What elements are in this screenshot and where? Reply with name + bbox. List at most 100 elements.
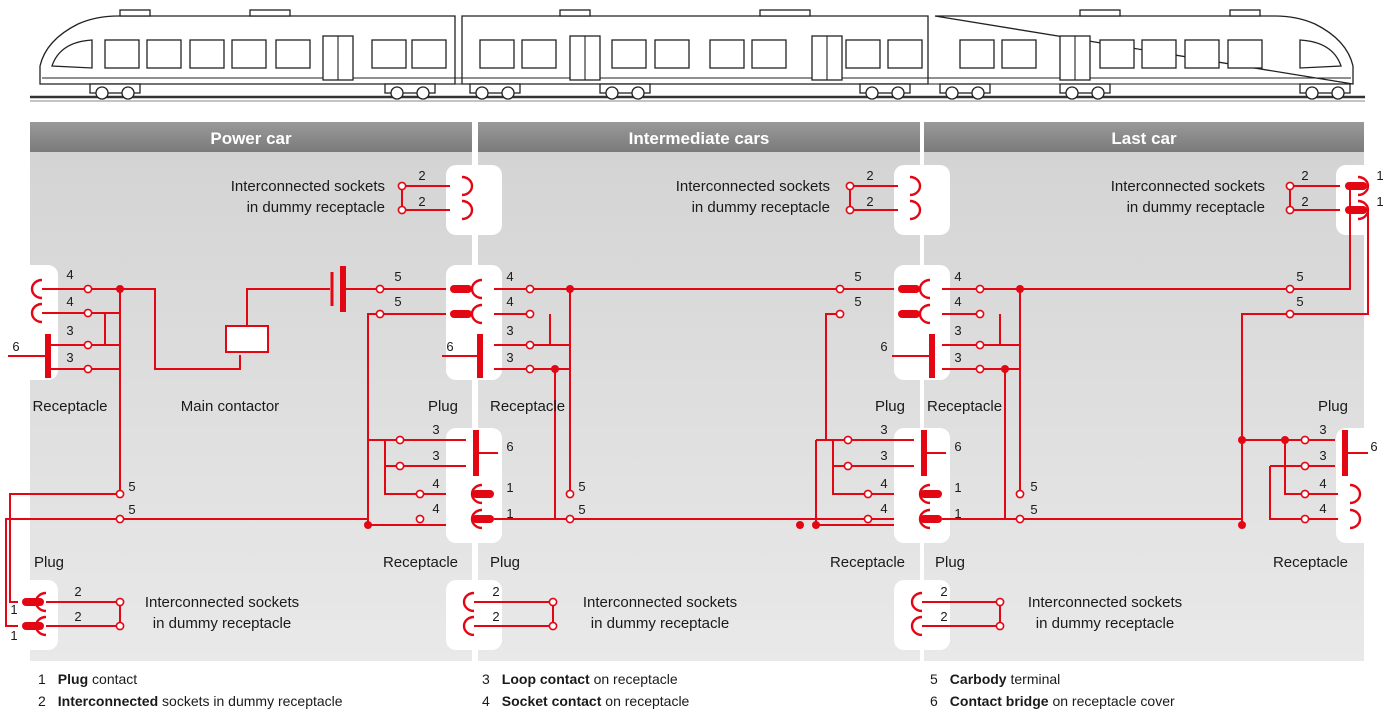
train-window — [751, 39, 787, 69]
train-wheel — [501, 86, 515, 100]
receptacle-label: Receptacle — [1273, 554, 1348, 571]
contact-number: 4 — [66, 267, 73, 282]
plug-contact — [450, 285, 472, 293]
train-window — [371, 39, 407, 69]
terminal-open — [1300, 514, 1310, 524]
terminal-open — [845, 181, 855, 191]
contact-number: 5 — [128, 502, 135, 517]
terminal-open — [1300, 489, 1310, 499]
contact-number: 1 — [954, 480, 961, 495]
train-wheel — [1091, 86, 1105, 100]
component-labels: Interconnected sockets in dummy receptac… — [32, 178, 1348, 632]
interconnected-label: Interconnected sockets — [231, 178, 385, 195]
train-wheel — [390, 86, 404, 100]
socket-contact — [1357, 199, 1370, 221]
plug-label: Plug — [875, 398, 905, 415]
train-bogie — [469, 83, 521, 94]
wire — [9, 493, 120, 603]
contact-number: 2 — [418, 168, 425, 183]
train-cab-window — [1299, 39, 1342, 69]
contact-number: 4 — [506, 269, 513, 284]
header-last-car — [924, 122, 1364, 152]
train-wheel — [1065, 86, 1079, 100]
interconnected-label: Interconnected sockets — [1111, 178, 1265, 195]
terminal-open — [115, 489, 125, 499]
train-window — [146, 39, 182, 69]
wiring — [5, 185, 1369, 627]
contact-number: 5 — [1030, 502, 1037, 517]
contact-number: 5 — [394, 294, 401, 309]
terminal-open — [1015, 514, 1025, 524]
train-window — [521, 39, 557, 69]
plug-contact — [1345, 206, 1367, 214]
socket-contact — [910, 591, 923, 613]
interconnected-label: in dummy receptacle — [1127, 199, 1265, 216]
terminal-open — [115, 514, 125, 524]
terminal-open — [548, 597, 558, 607]
socket-contact — [34, 591, 47, 613]
panel-intermediate-cars — [478, 152, 920, 661]
train-illustration — [30, 9, 1365, 102]
contact-number: 1 — [954, 506, 961, 521]
contact-number: 4 — [880, 476, 887, 491]
plug-contact — [450, 310, 472, 318]
contact-number: 2 — [940, 609, 947, 624]
socket-contact — [1349, 508, 1362, 530]
socket-contact — [461, 199, 474, 221]
terminal-open — [995, 597, 1005, 607]
train-cab-window — [51, 39, 93, 69]
socket-contact — [462, 615, 475, 637]
train-window — [845, 39, 881, 69]
socket-contact — [470, 278, 483, 300]
junction-dot — [1281, 436, 1289, 444]
socket-contact — [461, 175, 474, 197]
socket-contact — [909, 175, 922, 197]
section-panels — [18, 152, 1376, 661]
contact-number: 6 — [1370, 439, 1377, 454]
terminal-open — [525, 284, 535, 294]
socket-contact — [918, 303, 931, 325]
terminal-open — [397, 181, 407, 191]
train-wheel — [95, 86, 109, 100]
wire — [1269, 466, 1338, 520]
contact-number: 2 — [940, 584, 947, 599]
wire — [5, 518, 18, 627]
interconnected-label: in dummy receptacle — [153, 615, 291, 632]
contact-number: 6 — [880, 339, 887, 354]
contact-number: 6 — [506, 439, 513, 454]
interconnected-label: in dummy receptacle — [591, 615, 729, 632]
contact-number: 1 — [10, 628, 17, 643]
terminal-open — [975, 309, 985, 319]
terminal-open — [415, 514, 425, 524]
plug-label: Plug — [935, 554, 965, 571]
contact-number: 4 — [506, 294, 513, 309]
junction-dot — [1238, 436, 1246, 444]
wire — [120, 288, 241, 370]
contact-number: 3 — [1319, 422, 1326, 437]
terminal-open — [975, 340, 985, 350]
contact-number: 2 — [1301, 194, 1308, 209]
train-window — [275, 39, 311, 69]
socket-contact — [30, 302, 43, 324]
train-wheel — [1305, 86, 1319, 100]
receptacle-label: Receptacle — [383, 554, 458, 571]
header-title: Last car — [1111, 129, 1177, 148]
plug-contact — [920, 490, 942, 498]
contact-number: 5 — [1030, 479, 1037, 494]
contact-number: 2 — [418, 194, 425, 209]
contact-number: 3 — [954, 323, 961, 338]
interconnected-label: Interconnected sockets — [583, 594, 737, 611]
socket-contact — [470, 303, 483, 325]
train-window — [959, 39, 995, 69]
terminal-open — [565, 514, 575, 524]
train-window — [231, 39, 267, 69]
contact-number: 3 — [880, 422, 887, 437]
train-wheel — [416, 86, 430, 100]
contact-number: 5 — [1296, 269, 1303, 284]
terminal-open — [863, 514, 873, 524]
junction-dot — [812, 521, 820, 529]
